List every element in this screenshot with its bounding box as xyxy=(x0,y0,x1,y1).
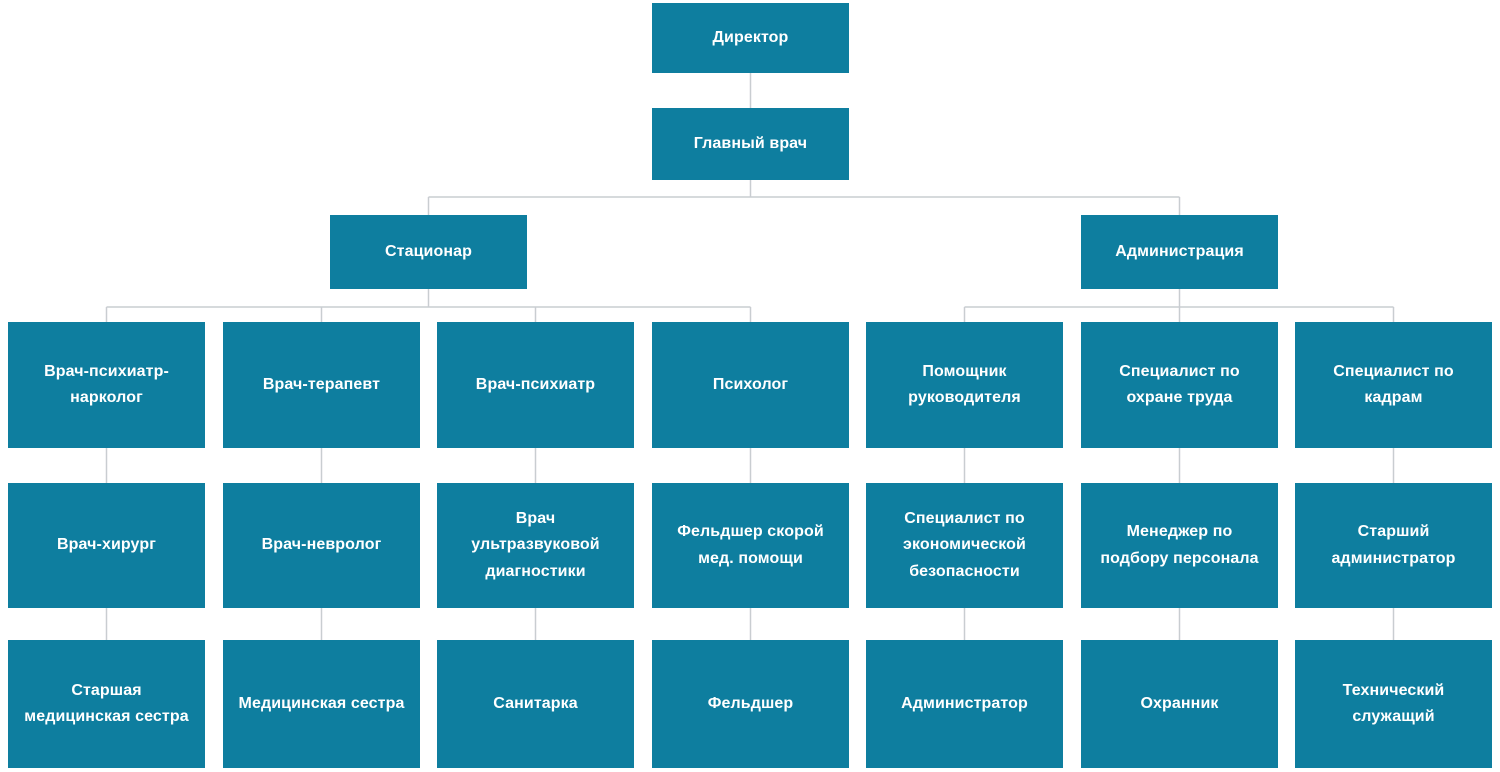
node-label: Охранник xyxy=(1140,694,1219,712)
node-label: Врач-психиатр xyxy=(475,375,596,393)
node-label: Фельдшер xyxy=(707,694,794,712)
node-label: Фельдшер скорой мед. помощи xyxy=(677,523,824,567)
node-label: Специалист по экономической безопасности xyxy=(903,509,1026,580)
node-branch-administration: Администрация xyxy=(1081,215,1278,289)
node-col6-top: Специалист по охране труда xyxy=(1081,322,1278,448)
node-col7-bottom: Технический служащий xyxy=(1295,640,1492,768)
node-col1-bottom: Старшая медицинская сестра xyxy=(8,640,205,768)
node-label: Старшая медицинская сестра xyxy=(24,681,189,725)
node-label: Специалист по кадрам xyxy=(1333,362,1454,406)
node-branch-inpatient: Стационар xyxy=(330,215,527,289)
node-col4-bottom: Фельдшер xyxy=(652,640,849,768)
node-col5-top: Помощник руководителя xyxy=(866,322,1063,448)
node-label: Психолог xyxy=(712,375,789,393)
node-col5-middle: Специалист по экономической безопасности xyxy=(866,483,1063,608)
node-label: Стационар xyxy=(385,242,472,260)
node-label: Врач-хирург xyxy=(57,536,156,554)
node-label: Врач ультразвуковой диагностики xyxy=(471,509,600,580)
node-label: Менеджер по подбору персонала xyxy=(1100,523,1259,567)
node-col4-middle: Фельдшер скорой мед. помощи xyxy=(652,483,849,608)
node-col3-top: Врач-психиатр xyxy=(437,322,634,448)
node-col2-top: Врач-терапевт xyxy=(223,322,420,448)
node-col6-middle: Менеджер по подбору персонала xyxy=(1081,483,1278,608)
node-col7-middle: Старший администратор xyxy=(1295,483,1492,608)
node-col1-top: Врач-психиатр-нарколог xyxy=(8,322,205,448)
node-label: Врач-психиатр-нарколог xyxy=(44,362,169,406)
node-col3-bottom: Санитарка xyxy=(437,640,634,768)
node-label: Врач-терапевт xyxy=(262,375,381,393)
node-col6-bottom: Охранник xyxy=(1081,640,1278,768)
node-label: Администратор xyxy=(901,694,1028,712)
node-label: Медицинская сестра xyxy=(238,694,405,712)
node-label: Врач-невролог xyxy=(261,536,382,554)
node-col4-top: Психолог xyxy=(652,322,849,448)
node-label: Помощник руководителя xyxy=(908,362,1021,406)
node-col1-middle: Врач-хирург xyxy=(8,483,205,608)
node-col2-middle: Врач-невролог xyxy=(223,483,420,608)
node-label: Директор xyxy=(712,28,789,46)
node-col2-bottom: Медицинская сестра xyxy=(223,640,420,768)
node-label: Санитарка xyxy=(493,694,578,712)
node-director: Директор xyxy=(652,3,849,73)
node-chief-physician: Главный врач xyxy=(652,108,849,180)
node-label: Технический служащий xyxy=(1342,681,1445,725)
node-label: Старший администратор xyxy=(1331,523,1456,567)
node-col5-bottom: Администратор xyxy=(866,640,1063,768)
node-label: Специалист по охране труда xyxy=(1119,362,1240,406)
node-col3-middle: Врач ультразвуковой диагностики xyxy=(437,483,634,608)
node-col7-top: Специалист по кадрам xyxy=(1295,322,1492,448)
node-label: Главный врач xyxy=(693,134,808,152)
node-label: Администрация xyxy=(1115,242,1244,260)
